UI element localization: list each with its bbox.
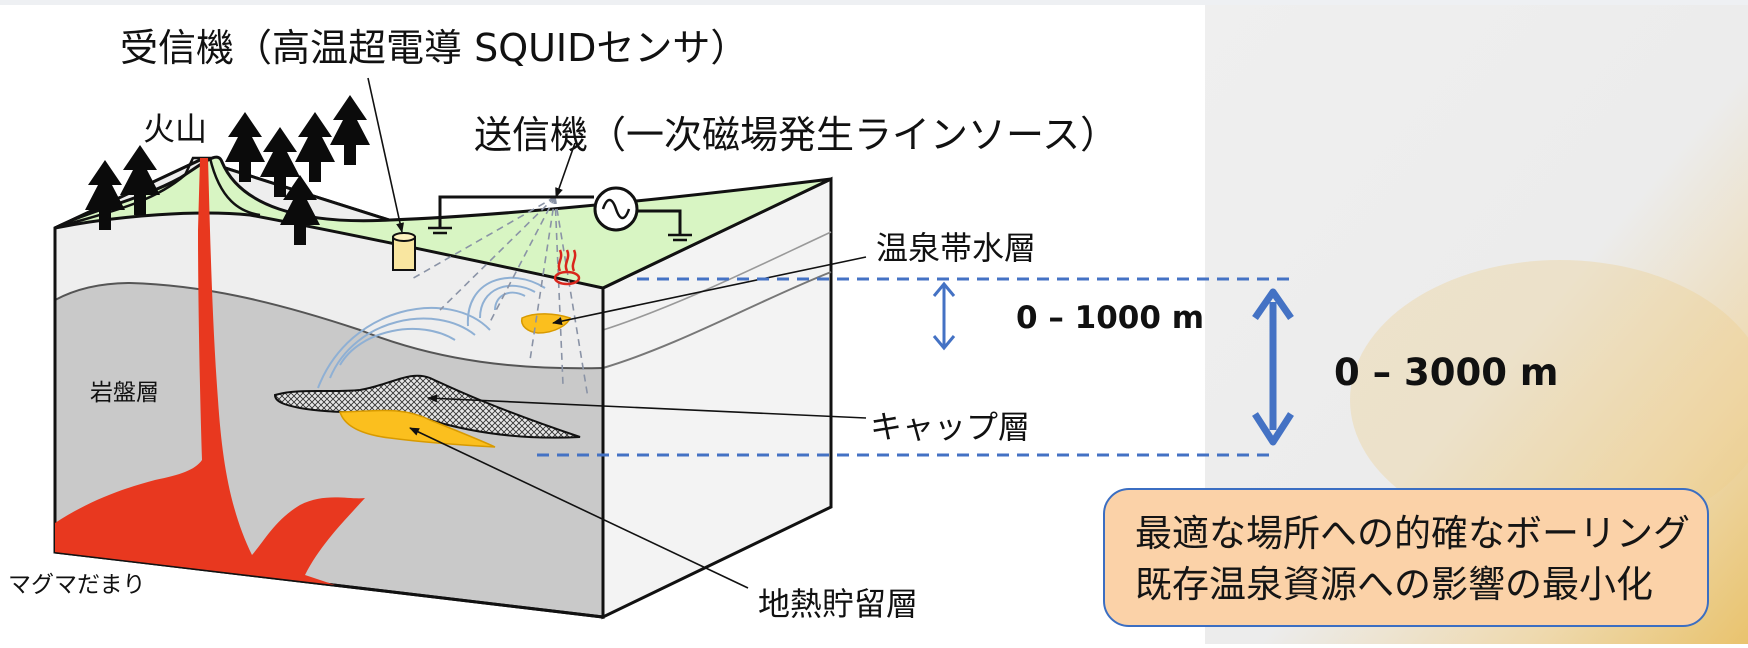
hot-spring-aquifer-label: 温泉帯水層 <box>876 229 1036 267</box>
bedrock-label: 岩盤層 <box>90 380 159 406</box>
ground-icon <box>428 226 692 242</box>
ground-surface <box>54 155 832 290</box>
signal-rays <box>409 196 589 399</box>
transmitter-label: 送信機（一次磁場発生ラインソース） <box>474 113 1118 157</box>
magma-chamber <box>55 158 365 585</box>
magma-label: マグマだまり <box>8 572 146 598</box>
volcano-label: 火山 <box>143 110 207 148</box>
tree-icon <box>85 95 370 245</box>
block-front-outline <box>53 158 605 619</box>
cap-layer-body <box>273 374 581 439</box>
cap-layer-label: キャップ層 <box>870 408 1030 446</box>
right-face-strata-2 <box>602 231 832 331</box>
depth-arrow-deep <box>1252 288 1294 446</box>
geothermal-reservoir-label: 地熱貯留層 <box>758 585 918 623</box>
depth-deep-label: 0 – 3000 m <box>1334 351 1558 394</box>
top-strip <box>0 0 1748 5</box>
hot-spring-icon <box>553 249 581 286</box>
depth-arrow-shallow <box>932 281 956 351</box>
callout-line-1: 最適な場所への的確なボーリング <box>1135 512 1690 555</box>
right-face-strata-1 <box>602 271 832 369</box>
transmitter-line-source <box>438 195 682 235</box>
em-waves-left <box>317 307 491 389</box>
background-haze <box>1350 260 1748 540</box>
volcano-slope <box>54 156 261 230</box>
receiver-label: 受信機（高温超電導 SQUIDセンサ） <box>120 26 748 70</box>
leader-lines <box>367 77 867 589</box>
depth-reference-lines <box>537 277 1297 457</box>
sensor-icon <box>392 232 416 271</box>
summary-callout: 最適な場所への的確なボーリング 既存温泉資源への影響の最小化 <box>1103 488 1709 627</box>
callout-line-2: 既存温泉資源への影響の最小化 <box>1135 563 1653 606</box>
strata-line <box>54 281 604 370</box>
depth-shallow-label: 0 – 1000 m <box>1016 300 1204 336</box>
ac-source-icon <box>593 186 639 232</box>
